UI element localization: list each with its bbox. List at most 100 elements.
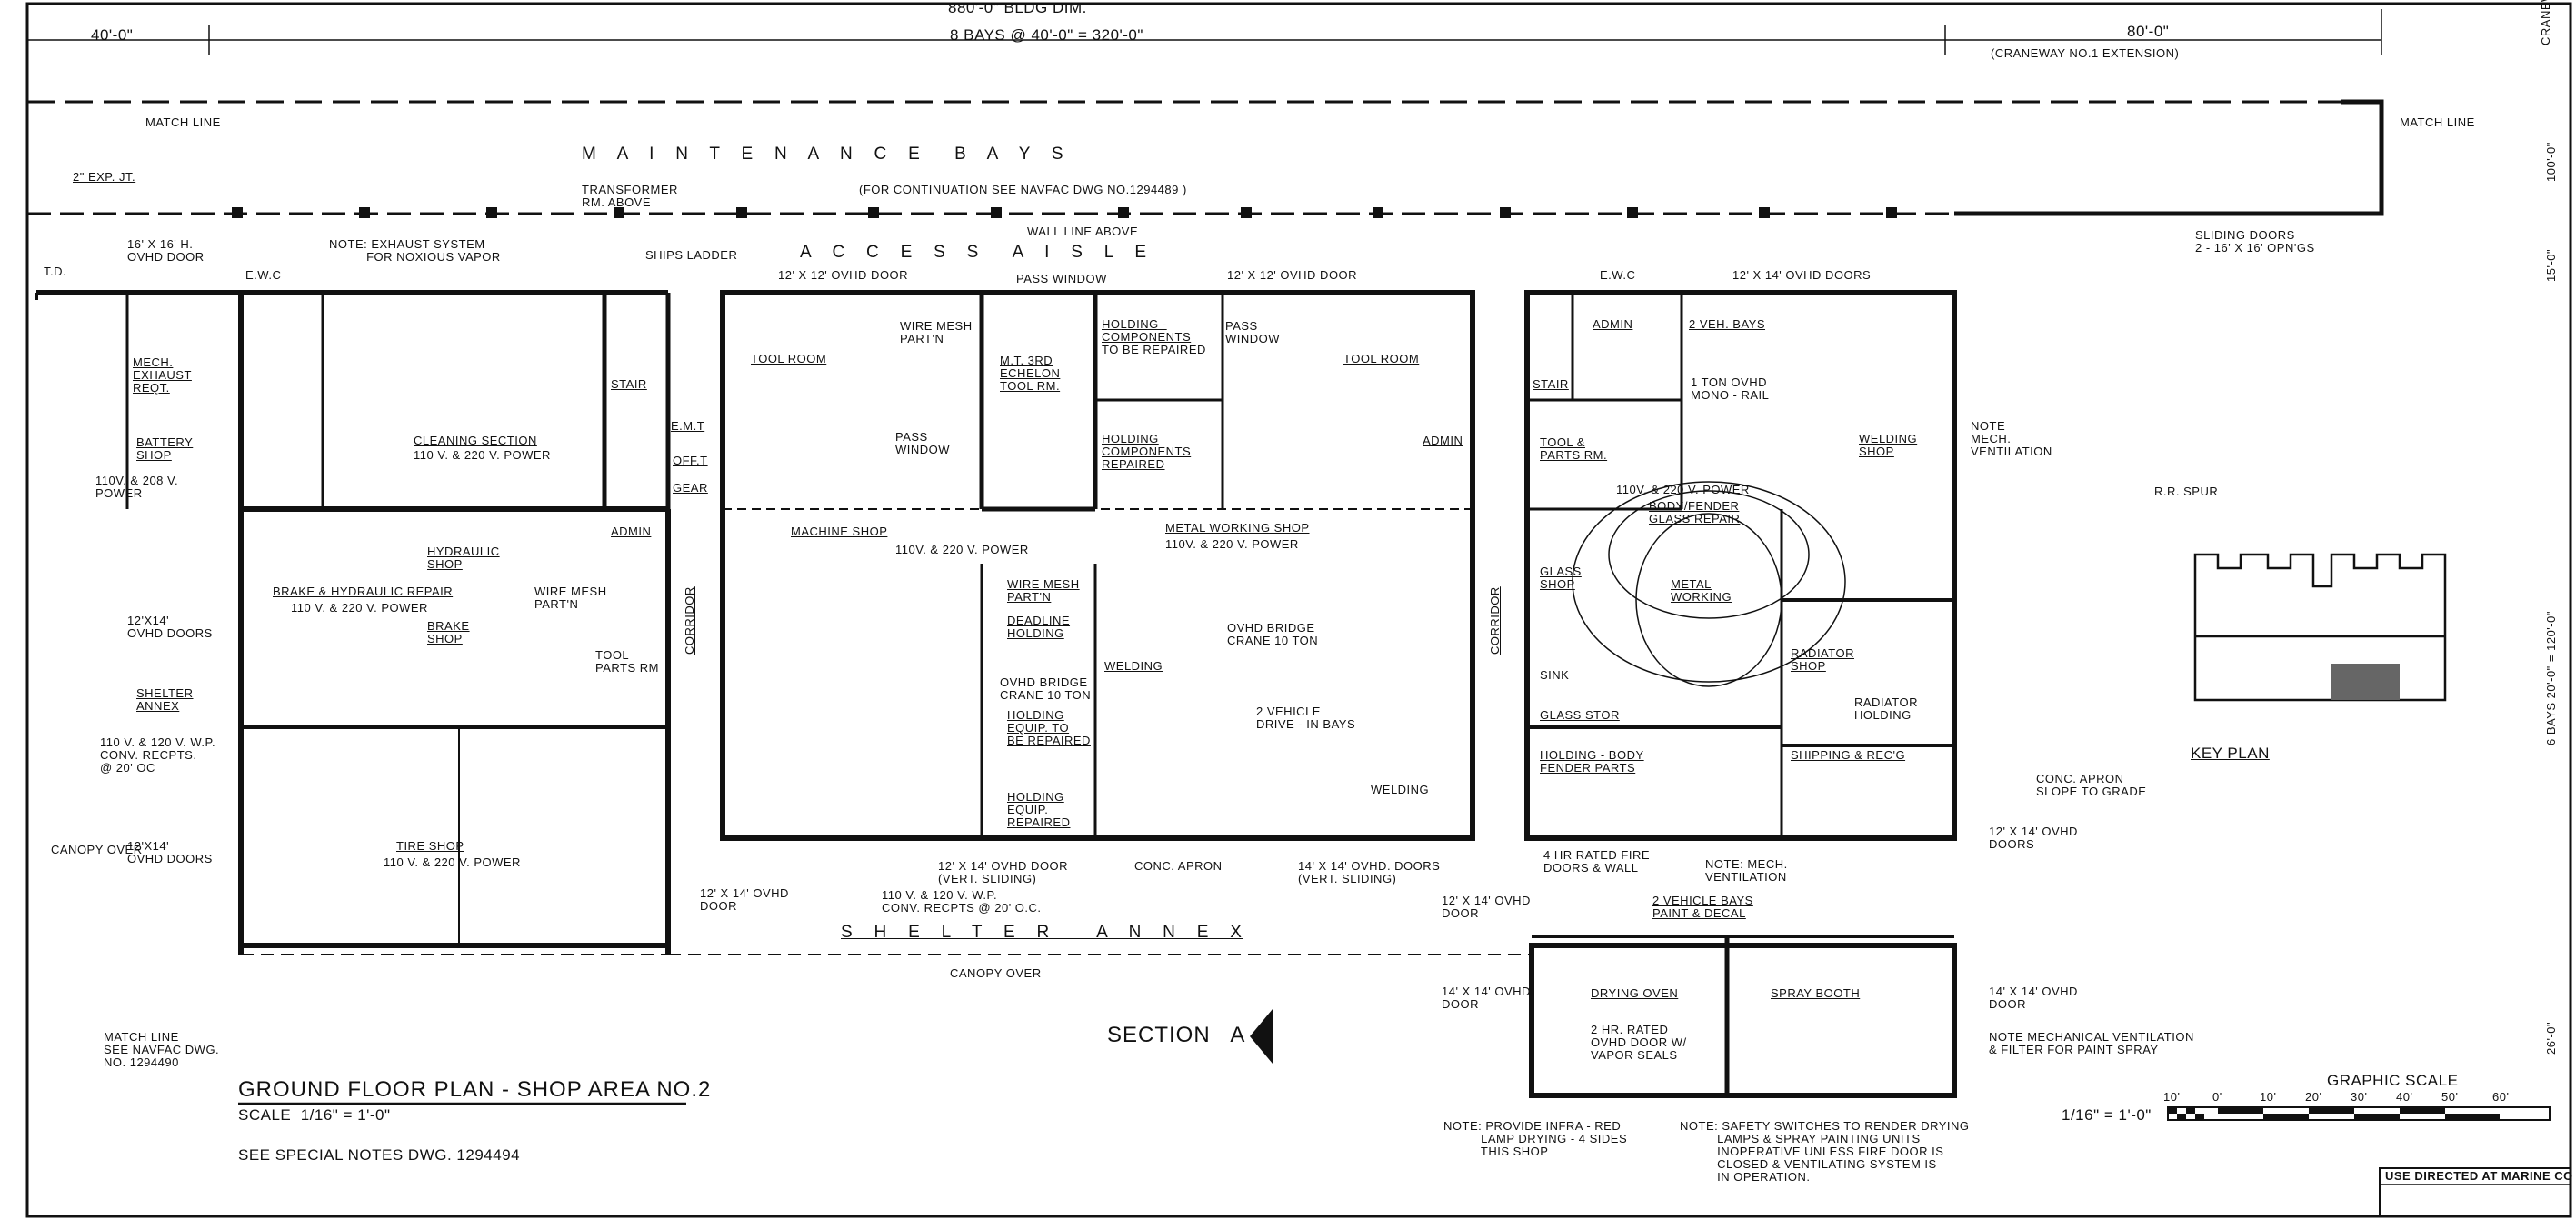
welding-east: WELDING [1371, 783, 1430, 796]
paint-decal-walls [1529, 943, 1957, 1098]
ovhd-door-metal: 12' X 12' OVHD DOOR [1227, 268, 1358, 282]
ovhd-door-machine: 12' X 12' OVHD DOOR [778, 268, 909, 282]
shelter-annex-west: SHELTER ANNEX [136, 686, 194, 713]
dim-6-bays: 6 BAYS 20'-0" = 120'-0" [2544, 611, 2558, 745]
battery-shop-label: BATTERY SHOP [136, 435, 194, 462]
ovhd-door-label: 16' X 16' H. OVHD DOOR [127, 237, 205, 264]
note-mech-ventilation: NOTE MECH. VENTILATION [1971, 419, 2052, 458]
ovhd-doors-12x14: 12'x14' OVHD DOORS [127, 614, 213, 640]
maintenance-bays-title: M A I N T E N A N C E B A Y S [582, 145, 1065, 164]
power-110-208: 110V. & 208 V. POWER [95, 474, 179, 500]
graphic-scale-bar [2167, 1106, 2551, 1121]
cleaning-power: 110 V. & 220 V. POWER [414, 448, 551, 462]
conc-apron-grade: CONC. APRON SLOPE TO GRADE [2036, 772, 2147, 798]
note-paint-spray: NOTE MECHANICAL VENTILATION & FILTER FOR… [1989, 1030, 2194, 1056]
brake-shop-label: BRAKE SHOP [427, 619, 470, 645]
glass-shop: GLASS SHOP [1540, 565, 1582, 591]
mono-rail: 1 TON OVHD MONO - RAIL [1691, 375, 1770, 402]
rr-spur: R.R. SPUR [2154, 485, 2219, 498]
ovhd-door-paint-2: 14' X 14' OVHD DOOR [1442, 985, 1531, 1011]
ovhd-door-west-annex: 12' x 14' OVHD DOOR [700, 886, 789, 913]
conv-recepts: 110 V. & 120 V. W.P. CONV. RECPTS. @ 20'… [100, 735, 216, 775]
bays-dimension: 8 BAYS @ 40'-0" = 320'-0" [950, 26, 1143, 44]
corridor-east: CORRIDOR [1488, 586, 1502, 655]
pass-window-3: PASS WINDOW [895, 430, 951, 456]
holding-body-fender: HOLDING - BODY FENDER PARTS [1540, 748, 1644, 775]
special-notes-ref: SEE SPECIAL NOTES DWG. 1294494 [238, 1146, 521, 1164]
tool-parts-rm: TOOL PARTS RM [595, 648, 659, 675]
craneway-wall [1954, 99, 2384, 216]
pass-window: PASS WINDOW [1016, 272, 1107, 285]
corridor-west: CORRIDOR [683, 586, 696, 655]
brake-hydraulic-label: BRAKE & HYDRAULIC REPAIR [273, 585, 454, 598]
scale-tick-10: 10' [2260, 1090, 2277, 1104]
cleaning-section-label: CLEANING SECTION [414, 434, 537, 447]
stamp-text: USE DIRECTED AT MARINE CO [2385, 1169, 2573, 1183]
section-label: SECTION A [1107, 1023, 1246, 1047]
dim-26: 26'-0" [2544, 1021, 2558, 1055]
machine-shop-label: MACHINE SHOP [791, 525, 888, 538]
ships-ladder: SHIPS LADDER [645, 248, 738, 262]
scale-tick-20: 20' [2305, 1090, 2322, 1104]
scale-tick-30: 30' [2351, 1090, 2368, 1104]
ovhd-doors-12x14-b: 12'x14' OVHD DOORS [127, 839, 213, 865]
holding-components-repair: HOLDING - COMPONENTS TO BE REPAIRED [1102, 317, 1206, 356]
radiator-holding: RADIATOR HOLDING [1854, 695, 1918, 722]
two-veh-bays: 2 VEH. BAYS [1689, 317, 1766, 331]
shipping-recg: SHIPPING & REC'G [1791, 748, 1906, 762]
vehicle-drive-in: 2 VEHICLE DRIVE - IN BAYS [1256, 705, 1356, 731]
stair-east: STAIR [1533, 377, 1569, 391]
ewc-east: E.W.C [1600, 268, 1636, 282]
drying-oven: DRYING OVEN [1591, 986, 1679, 1000]
sink-label: SINK [1540, 668, 1570, 682]
dim-100: 100'-0" [2544, 142, 2558, 182]
wire-mesh-partn: WIRE MESH PART'N [534, 585, 607, 611]
ewc-label: E.W.C [245, 268, 282, 282]
conc-apron: CONC. APRON [1134, 859, 1223, 873]
canopy-over: CANOPY OVER [950, 966, 1042, 980]
spray-booth: SPRAY BOOTH [1771, 986, 1861, 1000]
match-line-label: MATCH LINE [145, 115, 221, 129]
pass-window-2: PASS WINDOW [1225, 319, 1281, 345]
craneway-label: CRANEWAY NO. 1 [2539, 0, 2552, 45]
tool-room-west: TOOL ROOM [751, 352, 827, 365]
continuation-note: (FOR CONTINUATION SEE NAVFAC DWG NO.1294… [859, 183, 1187, 196]
dimension-80: 80'-0" [2127, 23, 2170, 40]
body-fender-repair: BODY/FENDER GLASS REPAIR [1649, 499, 1741, 525]
body-fender-walls [1524, 290, 1957, 841]
graphic-scale-ratio: 1/16" = 1'-0" [2062, 1106, 2152, 1124]
metal-working: METAL WORKING [1671, 577, 1732, 604]
wire-mesh-partn-2: WIRE MESH PART'N [900, 319, 973, 345]
note-mech-vent-2: NOTE: MECH. VENTILATION [1705, 857, 1788, 884]
stamp-box [2379, 1167, 2571, 1216]
ovhd-doors-east-2: 12' X 14' OVHD DOORS [1989, 825, 2078, 851]
scale-tick-60: 60' [2492, 1090, 2510, 1104]
note-infra-red: NOTE: PROVIDE INFRA - RED LAMP DRYING - … [1443, 1119, 1628, 1158]
dim-15: 15'-0" [2544, 248, 2558, 282]
radiator-shop: RADIATOR SHOP [1791, 646, 1854, 673]
gear-label: GEAR [673, 481, 708, 495]
ovhd-bridge-crane-2: OVHD BRIDGE CRANE 10 TON [1000, 675, 1092, 702]
exp-jt-label: 2" EXP. JT. [73, 170, 136, 184]
scale-tick-0: 0' [2212, 1090, 2222, 1104]
fire-rated-door: 2 HR. RATED OVHD DOOR W/ VAPOR SEALS [1591, 1023, 1687, 1062]
ovhd-doors-sliding: 14' X 14' OVHD. DOORS (VERT. SLIDING) [1298, 859, 1441, 885]
ovhd-door-paint: 12' x 14' OVHD DOOR [1442, 894, 1531, 920]
hydraulic-shop-label: HYDRAULIC SHOP [427, 545, 500, 571]
crane-swing-arcs [1572, 481, 1846, 687]
welding-machine: WELDING [1104, 659, 1163, 673]
admin-machine: ADMIN [1423, 434, 1463, 447]
power-body: 110V. & 220 V. POWER [1616, 483, 1750, 496]
paint-decal-label: 2 VEHICLE BAYS PAINT & DECAL [1652, 894, 1753, 920]
offt-label: OFF.T [673, 454, 708, 467]
mt-3rd-echelon: M.T. 3RD ECHELON TOOL RM. [1000, 354, 1061, 393]
welding-shop-east: WELDING SHOP [1859, 432, 1918, 458]
scale-tick-10a: 10' [2163, 1090, 2181, 1104]
scale-tick-50: 50' [2441, 1090, 2459, 1104]
match-line-note: MATCH LINE SEE NAVFAC DWG. NO. 1294490 [104, 1030, 220, 1069]
tire-power: 110 V. & 220 V. POWER [384, 855, 521, 869]
drawing-scale: SCALE 1/16" = 1'-0" [238, 1106, 391, 1124]
sheet-border [25, 2, 2572, 1218]
